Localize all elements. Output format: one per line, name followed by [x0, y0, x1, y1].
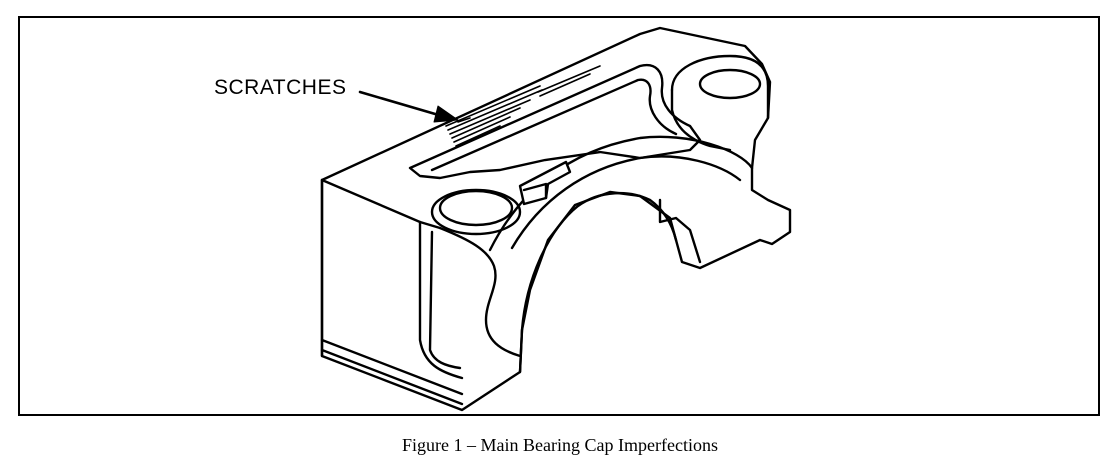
scratch-marks: [445, 65, 601, 147]
callout-arrow-line: [358, 90, 444, 118]
web-wave: [438, 226, 522, 358]
right-bolt-hole: [698, 68, 762, 100]
right-bolt-boss-side: [670, 54, 770, 120]
top-channel-inner: [430, 78, 678, 172]
front-web-inner: [428, 230, 462, 370]
figure-caption: Figure 1 – Main Bearing Cap Imperfection…: [402, 435, 718, 455]
bottom-chamfer-2: [320, 348, 464, 406]
locating-tab: [518, 160, 572, 206]
callout-arrow-head: [433, 105, 459, 123]
main-bore: [518, 191, 678, 374]
front-web-curve: [418, 220, 464, 380]
rear-bore-cutout: [658, 198, 702, 264]
bottom-chamfer: [320, 338, 464, 396]
right-boss-lower: [670, 88, 732, 152]
bearing-seat-arc-inner: [510, 155, 742, 250]
top-channel-outer: [408, 63, 702, 180]
left-bolt-boss-rim: [430, 188, 522, 236]
scratches-callout-label: SCRATCHES: [214, 76, 347, 99]
locating-tab-face: [522, 182, 548, 200]
bearing-seat-arc-outer: [488, 135, 754, 252]
